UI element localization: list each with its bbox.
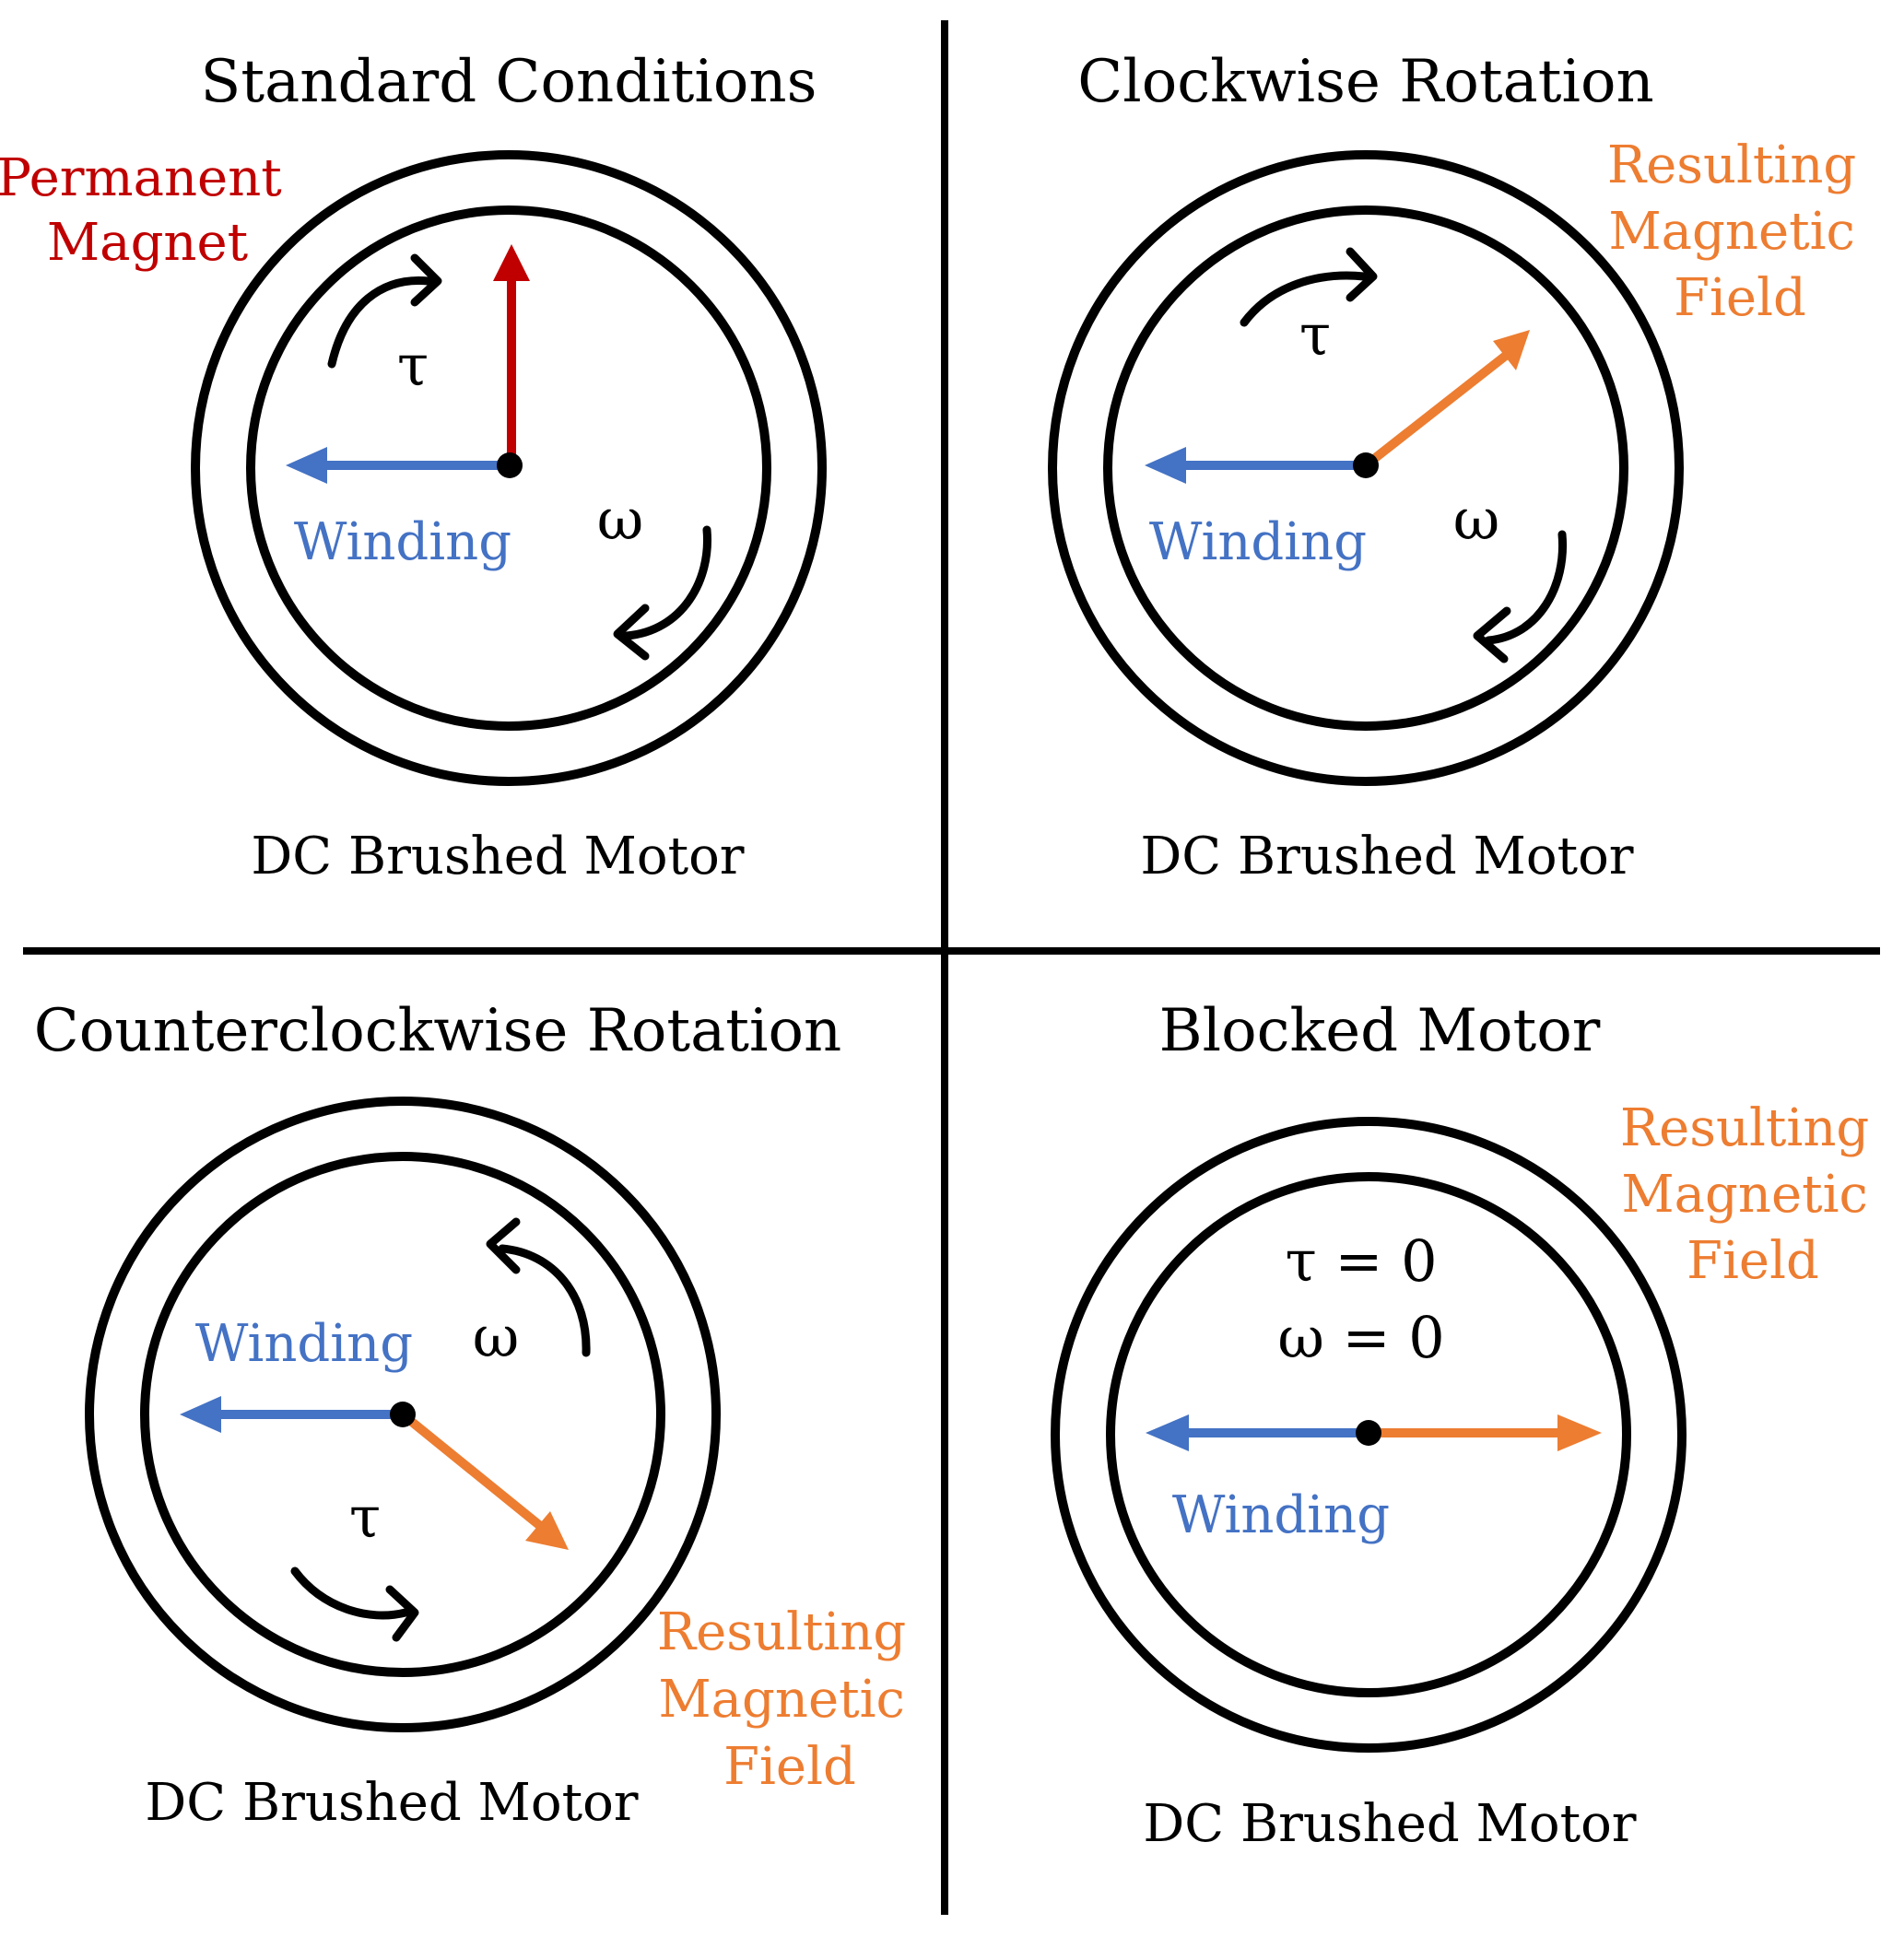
field-label-line: Field bbox=[1674, 268, 1806, 328]
field-label: Resulting Magnetic Field bbox=[1620, 1098, 1886, 1291]
speed-symbol: ω bbox=[597, 486, 644, 553]
motor-inner-ring bbox=[246, 205, 771, 731]
panel-title: Standard Conditions bbox=[201, 48, 817, 116]
field-label-line: Field bbox=[723, 1737, 856, 1797]
field-label-line: Permanent bbox=[0, 148, 282, 208]
panel-clockwise-rotation: Clockwise Rotation Resulting Magnetic Fi… bbox=[1048, 48, 1873, 886]
winding-arrow bbox=[286, 447, 510, 484]
panel-caption: DC Brushed Motor bbox=[251, 827, 744, 886]
torque-symbol: τ bbox=[349, 1484, 381, 1551]
resulting-field-arrow bbox=[399, 1411, 569, 1550]
field-label: Permanent Magnet bbox=[0, 148, 299, 273]
panel-caption: DC Brushed Motor bbox=[1140, 827, 1633, 886]
field-label-line: Magnetic bbox=[658, 1670, 905, 1730]
motor-inner-ring bbox=[140, 1152, 665, 1677]
resulting-field-arrow bbox=[1369, 1414, 1602, 1451]
motor-outer-ring bbox=[85, 1097, 721, 1732]
rotor-center-dot bbox=[390, 1402, 416, 1427]
panel-blocked-motor: Blocked Motor Resulting Magnetic Field τ… bbox=[1051, 997, 1886, 1854]
panel-title: Counterclockwise Rotation bbox=[34, 997, 841, 1065]
panel-standard-conditions: Standard Conditions Permanent Magnet Win… bbox=[0, 48, 827, 886]
winding-arrow bbox=[1145, 447, 1366, 484]
rotor-center-dot bbox=[1356, 1420, 1381, 1446]
field-label: Resulting Magnetic Field bbox=[1607, 135, 1873, 328]
field-label-line: Resulting bbox=[1607, 135, 1856, 195]
panel-caption: DC Brushed Motor bbox=[145, 1773, 638, 1833]
field-label-line: Magnetic bbox=[1608, 202, 1855, 262]
field-label-line: Magnetic bbox=[1621, 1165, 1868, 1225]
winding-label: Winding bbox=[195, 1314, 413, 1374]
motor-inner-ring bbox=[1106, 1172, 1631, 1697]
field-label-line: Resulting bbox=[657, 1602, 906, 1662]
torque-arrow bbox=[290, 1566, 419, 1642]
winding-label: Winding bbox=[294, 512, 511, 572]
resulting-field-arrow bbox=[1362, 330, 1530, 469]
speed-equation: ω = 0 bbox=[1277, 1304, 1444, 1371]
speed-symbol: ω bbox=[1453, 486, 1500, 553]
speed-arrow bbox=[486, 1217, 591, 1357]
speed-symbol: ω bbox=[473, 1303, 520, 1370]
panel-title: Blocked Motor bbox=[1159, 997, 1601, 1065]
torque-symbol: τ bbox=[397, 332, 429, 399]
motor-outer-ring bbox=[1051, 1117, 1687, 1753]
motor-inner-ring bbox=[1103, 205, 1628, 731]
panel-title: Clockwise Rotation bbox=[1077, 48, 1653, 116]
field-label: Resulting Magnetic Field bbox=[657, 1602, 923, 1797]
panel-counterclockwise-rotation: Counterclockwise Rotation Resulting Magn… bbox=[34, 997, 923, 1833]
field-label-line: Magnet bbox=[47, 213, 249, 273]
winding-label: Winding bbox=[1172, 1485, 1390, 1545]
rotor-center-dot bbox=[1353, 452, 1379, 478]
winding-arrow bbox=[1146, 1414, 1369, 1451]
permanent-magnet-arrow bbox=[493, 244, 530, 465]
rotor-center-dot bbox=[497, 452, 523, 478]
winding-arrow bbox=[180, 1396, 403, 1433]
field-label-line: Resulting bbox=[1620, 1098, 1869, 1158]
torque-equation: τ = 0 bbox=[1285, 1227, 1437, 1295]
field-label-line: Field bbox=[1687, 1231, 1819, 1291]
torque-symbol: τ bbox=[1299, 301, 1331, 369]
speed-arrow bbox=[1473, 530, 1568, 663]
motor-outer-ring bbox=[191, 150, 827, 786]
motor-outer-ring bbox=[1048, 150, 1684, 786]
winding-label: Winding bbox=[1149, 512, 1367, 572]
panel-caption: DC Brushed Motor bbox=[1143, 1794, 1636, 1854]
speed-arrow bbox=[613, 525, 712, 661]
torque-arrow bbox=[327, 253, 442, 369]
torque-arrow bbox=[1240, 247, 1378, 327]
